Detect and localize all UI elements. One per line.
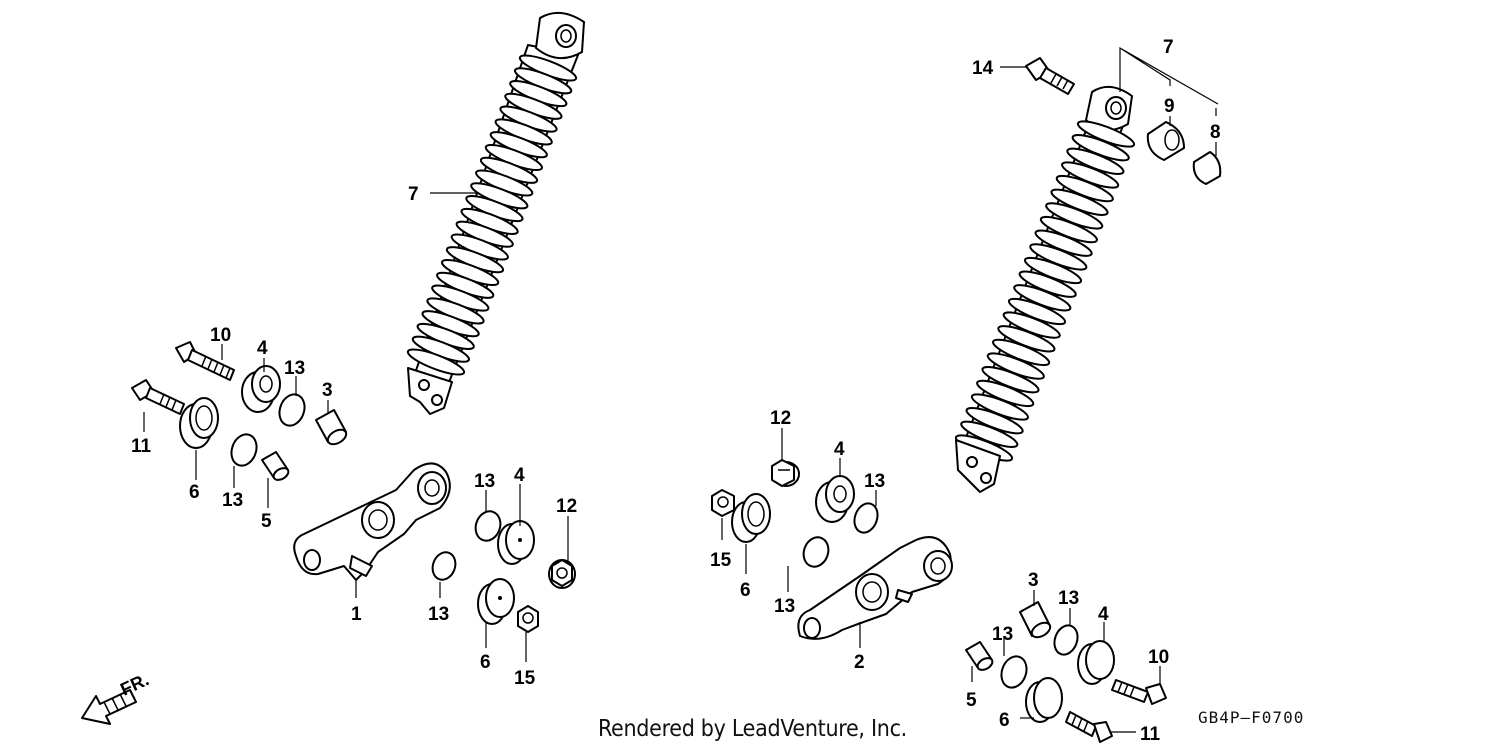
bolt-14-right[interactable]: [1025, 57, 1075, 95]
callout-3: 3: [1028, 570, 1039, 591]
callout-13: 13: [284, 358, 305, 379]
callout-13: 13: [1058, 588, 1079, 609]
bolt-10-left[interactable]: [175, 341, 235, 381]
collar-8-right[interactable]: [1192, 151, 1222, 185]
callout-13: 13: [222, 490, 243, 511]
nut-15-right[interactable]: [711, 489, 735, 517]
rubber-bushing-4-left-b[interactable]: [497, 520, 535, 565]
callout-4: 4: [257, 338, 268, 359]
left-shock-absorber[interactable]: [405, 11, 585, 415]
callout-15: 15: [710, 550, 732, 571]
callout-11: 11: [1140, 724, 1161, 745]
o-ring-13-left-c[interactable]: [472, 508, 505, 544]
callouts-right: 14 7 9 8 12 4 13 15 6 13 2 3 13 13 4 10 …: [710, 37, 1221, 745]
bolt-11-left[interactable]: [131, 379, 185, 415]
callout-6: 6: [189, 482, 200, 503]
o-ring-13-right-c[interactable]: [1051, 622, 1082, 658]
callout-13: 13: [864, 471, 885, 492]
o-ring-13-right-d[interactable]: [997, 653, 1030, 691]
washer-6-left-a[interactable]: [179, 397, 219, 449]
o-ring-13-right-a[interactable]: [851, 500, 882, 536]
callout-13: 13: [474, 471, 495, 492]
callout-12: 12: [556, 496, 577, 517]
callout-7: 7: [408, 184, 419, 205]
callout-15: 15: [514, 668, 536, 689]
callout-5: 5: [261, 511, 272, 532]
shock-link-2[interactable]: [797, 536, 953, 640]
o-ring-13-right-b[interactable]: [800, 534, 833, 570]
o-ring-13-left-b[interactable]: [227, 431, 260, 469]
flange-nut-12-left[interactable]: [548, 559, 576, 589]
collar-9-right[interactable]: [1146, 121, 1185, 161]
o-ring-13-left-a[interactable]: [275, 391, 308, 429]
washer-6-right-a[interactable]: [731, 493, 771, 543]
rubber-bushing-4-right-b[interactable]: [1077, 640, 1115, 685]
rubber-bushing-4-right-a[interactable]: [815, 475, 855, 523]
callout-10: 10: [1148, 647, 1169, 668]
shock-link-1[interactable]: [293, 462, 451, 581]
render-credit: Rendered by LeadVenture, Inc.: [598, 716, 907, 742]
callout-2: 2: [854, 652, 865, 673]
callout-6: 6: [999, 710, 1010, 731]
callout-4: 4: [1098, 604, 1109, 625]
callout-6: 6: [480, 652, 491, 673]
diagram-code: GB4P–F0700: [1198, 708, 1305, 727]
callout-13: 13: [992, 624, 1013, 645]
callout-9: 9: [1164, 96, 1175, 117]
callout-13: 13: [774, 596, 795, 617]
washer-6-left-b[interactable]: [477, 578, 515, 625]
callout-8: 8: [1210, 122, 1221, 143]
nut-15-left[interactable]: [517, 605, 539, 633]
collar-5-left[interactable]: [261, 451, 290, 482]
callout-14: 14: [972, 58, 994, 79]
callout-4: 4: [834, 439, 845, 460]
collar-5-right[interactable]: [965, 641, 994, 672]
callout-7: 7: [1163, 37, 1174, 58]
callout-1: 1: [351, 604, 362, 625]
collar-3-right[interactable]: [1019, 601, 1053, 640]
washer-6-right-b[interactable]: [1025, 677, 1063, 723]
callout-4: 4: [514, 465, 525, 486]
leader-lines: [143, 46, 1219, 733]
right-shock-absorber[interactable]: [953, 85, 1136, 493]
spring-coil: [406, 348, 466, 376]
flange-nut-12-right[interactable]: [771, 459, 800, 487]
rubber-bushing-4-left[interactable]: [241, 365, 281, 413]
callout-3: 3: [322, 380, 333, 401]
o-ring-13-left-d[interactable]: [429, 549, 459, 583]
callout-5: 5: [966, 690, 977, 711]
callouts-left: 7 10 4 13 3 11 6 13 5 13 4 12 1 13 6 15: [131, 184, 577, 689]
callout-6: 6: [740, 580, 751, 601]
callout-13: 13: [428, 604, 449, 625]
bolt-11-right[interactable]: [1065, 711, 1113, 743]
collar-3-left[interactable]: [315, 409, 349, 447]
bolt-10-right[interactable]: [1111, 679, 1167, 705]
callout-10: 10: [210, 325, 231, 346]
front-direction-arrow-icon: FR.: [81, 669, 152, 725]
callout-12: 12: [770, 408, 791, 429]
callout-11: 11: [131, 436, 152, 457]
